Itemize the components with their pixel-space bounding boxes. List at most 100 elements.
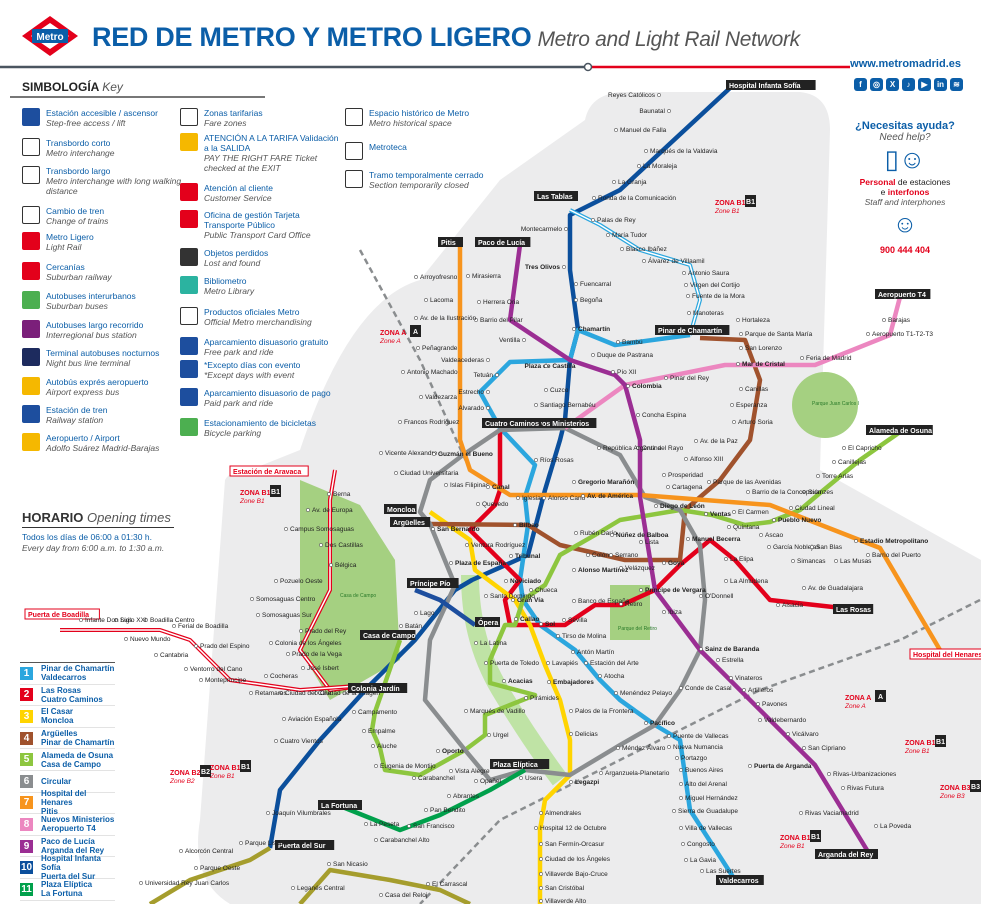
station[interactable]: María Tudor bbox=[606, 232, 648, 239]
station[interactable]: Dos Castillas bbox=[319, 542, 364, 549]
station[interactable]: Simancas bbox=[791, 558, 826, 565]
station[interactable]: Bilbao bbox=[513, 522, 539, 529]
station[interactable]: Pinar del Rey bbox=[664, 375, 710, 382]
station[interactable]: Sevilla bbox=[562, 617, 588, 624]
station[interactable]: Noviciado bbox=[504, 578, 541, 585]
station[interactable]: La Elipa bbox=[724, 556, 754, 563]
station[interactable]: Sierra de Guadalupe bbox=[672, 808, 738, 815]
station[interactable]: Acacias bbox=[502, 678, 533, 685]
station[interactable]: Alvarado bbox=[458, 405, 490, 412]
station[interactable]: Eugenia de Montijo bbox=[374, 763, 436, 770]
line-5-route[interactable] bbox=[369, 430, 902, 778]
station[interactable]: Carabanchel Alto bbox=[374, 837, 430, 844]
station[interactable]: La Fortuna bbox=[318, 800, 362, 810]
station[interactable]: Cocheras bbox=[264, 673, 299, 680]
station[interactable]: Rivas-Urbanizaciones bbox=[827, 771, 897, 778]
station[interactable]: Arturo Soria bbox=[732, 419, 773, 426]
station[interactable]: Boadilla Centro bbox=[144, 617, 195, 624]
station[interactable]: Urgel bbox=[487, 732, 509, 739]
station[interactable]: San Fermín-Orcasur bbox=[539, 841, 605, 848]
station[interactable]: Almendrales bbox=[539, 810, 582, 817]
station[interactable]: Barrio del Puerto bbox=[866, 552, 921, 559]
station[interactable]: Blasco Ibáñez bbox=[620, 246, 667, 253]
station[interactable]: Empalme bbox=[362, 728, 396, 735]
station[interactable]: Lista bbox=[639, 539, 659, 546]
station[interactable]: Alonso Martínez bbox=[572, 567, 629, 574]
station[interactable]: Nuevo Mundo bbox=[124, 636, 171, 643]
station[interactable]: Gran Vía bbox=[511, 597, 544, 604]
station[interactable]: Valdeacederas bbox=[441, 357, 490, 364]
station[interactable]: Atocha bbox=[598, 673, 625, 680]
station[interactable]: Montepríncipe bbox=[199, 677, 247, 684]
station[interactable]: Bambú bbox=[616, 339, 643, 346]
station[interactable]: Portazgo bbox=[675, 755, 707, 762]
station[interactable]: Colonia de los Ángeles bbox=[269, 638, 342, 647]
station[interactable]: Colón bbox=[586, 552, 609, 559]
station[interactable]: Cantabria bbox=[154, 652, 189, 659]
tiktok-icon[interactable]: ♪ bbox=[902, 78, 915, 91]
station[interactable]: García Noblejas bbox=[767, 544, 820, 551]
station[interactable]: Alto del Arenal bbox=[679, 781, 727, 788]
station[interactable]: Puente de Vallecas bbox=[667, 733, 729, 740]
station[interactable]: Abrantes bbox=[447, 793, 480, 800]
station[interactable]: Aeropuerto T4 bbox=[875, 289, 931, 299]
station[interactable]: Argüelles bbox=[390, 517, 431, 527]
station[interactable]: Pueblo Nuevo bbox=[772, 517, 821, 524]
station[interactable]: La Granja bbox=[612, 179, 647, 186]
station[interactable]: Príncipe de Vergara bbox=[639, 587, 706, 594]
station[interactable]: Moncloa bbox=[384, 504, 417, 514]
station[interactable]: Legazpi bbox=[569, 779, 599, 786]
station[interactable]: Hospital Infanta Sofía bbox=[726, 80, 816, 90]
station[interactable]: Hospital 12 de Octubre bbox=[534, 825, 607, 832]
station[interactable]: Casa de Campo bbox=[360, 630, 416, 640]
station[interactable]: Av. de Europa bbox=[306, 507, 353, 514]
station[interactable]: Arganzuela-Planetario bbox=[599, 770, 670, 777]
line-2-route[interactable] bbox=[467, 430, 861, 628]
station[interactable]: Valdebernardo bbox=[758, 717, 807, 724]
line-r-route[interactable] bbox=[414, 587, 477, 627]
station[interactable]: Delicias bbox=[569, 731, 599, 738]
station[interactable]: Tres Olivos bbox=[525, 264, 566, 271]
station[interactable]: Somosaguas Sur bbox=[256, 612, 313, 619]
station[interactable]: Vinateros bbox=[729, 675, 763, 682]
station[interactable]: Buenos Aires bbox=[679, 767, 724, 774]
station[interactable]: Universidad Rey Juan Carlos bbox=[139, 880, 230, 887]
station[interactable]: Rivas Futura bbox=[841, 785, 884, 792]
station[interactable]: San Cipriano bbox=[802, 745, 846, 752]
station[interactable]: Príncipe Pío bbox=[407, 578, 459, 588]
station[interactable]: Batán bbox=[399, 623, 422, 630]
website-link[interactable]: www.metromadrid.es bbox=[850, 58, 961, 70]
station[interactable]: Retiro bbox=[619, 601, 643, 608]
station[interactable]: Reyes Católicos bbox=[608, 92, 661, 99]
station[interactable]: Ciudad del Cine bbox=[279, 690, 332, 697]
station[interactable]: Sol bbox=[539, 621, 555, 628]
station[interactable]: Siglo XXI bbox=[114, 617, 147, 624]
station[interactable]: Infante Don Luis bbox=[79, 617, 133, 624]
station[interactable]: Puerta del Sur bbox=[275, 840, 335, 850]
help-phone[interactable]: 900 444 404 bbox=[879, 245, 931, 255]
station[interactable]: Retamares bbox=[249, 690, 288, 697]
station[interactable]: Chamartín bbox=[572, 326, 610, 333]
station[interactable]: El Capricho bbox=[842, 445, 882, 452]
station[interactable]: Plaza Elíptica bbox=[490, 759, 550, 769]
station[interactable]: San Nicasio bbox=[327, 861, 368, 868]
station[interactable]: Marqués de Vadillo bbox=[464, 708, 526, 715]
youtube-icon[interactable]: ▶ bbox=[918, 78, 931, 91]
station[interactable]: Antonio Machado bbox=[401, 369, 458, 376]
station[interactable]: Manuel de Falla bbox=[614, 127, 667, 134]
station[interactable]: Oporto bbox=[436, 748, 464, 755]
station[interactable]: Banco de España bbox=[572, 598, 630, 605]
spotify-icon[interactable]: ≋ bbox=[950, 78, 963, 91]
station[interactable]: Las Suertes bbox=[700, 868, 741, 875]
station[interactable]: Nueva Numancia bbox=[667, 744, 723, 751]
line-9-route[interactable] bbox=[507, 244, 872, 857]
station[interactable]: Quevedo bbox=[476, 501, 509, 508]
station[interactable]: Pirámides bbox=[524, 695, 560, 702]
station[interactable]: Pozuelo Oeste bbox=[274, 578, 323, 585]
station[interactable]: Pitis bbox=[438, 237, 463, 247]
station[interactable]: Plaza de España bbox=[449, 560, 506, 567]
station[interactable]: Pinar de Chamartín bbox=[655, 325, 730, 335]
station[interactable]: Prado de la Vega bbox=[286, 651, 342, 658]
